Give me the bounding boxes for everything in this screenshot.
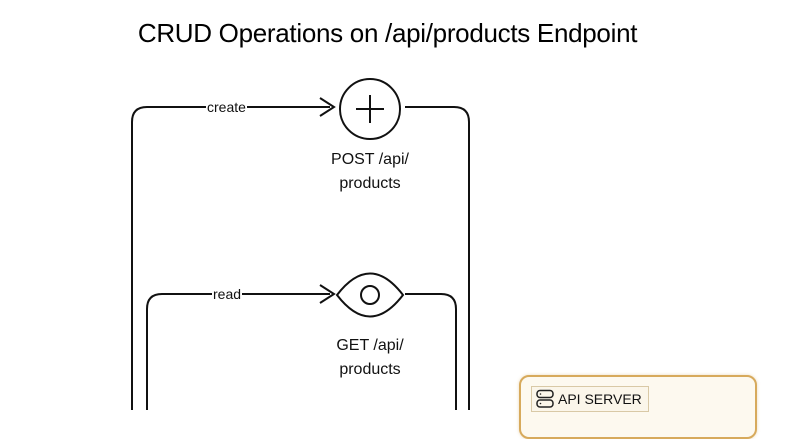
edge-read-return <box>405 293 457 410</box>
eye-pupil <box>360 285 380 305</box>
api-server-group[interactable]: API SERVER <box>519 375 757 439</box>
eye-icon <box>335 272 405 318</box>
node-read[interactable] <box>335 272 405 318</box>
edge-create-return <box>405 106 470 410</box>
node-read-label-line2: products <box>339 361 401 378</box>
node-read-label: GET /api/ products <box>310 334 430 382</box>
edge-label-create: create <box>206 99 247 115</box>
node-create-label-line1: POST /api/ <box>331 151 409 168</box>
server-icon <box>536 389 554 408</box>
edge-read-loop <box>146 293 330 410</box>
api-server-label: API SERVER <box>558 391 642 407</box>
diagram-canvas <box>131 78 470 410</box>
diagram-title: CRUD Operations on /api/products Endpoin… <box>137 18 638 48</box>
api-server-tag: API SERVER <box>531 386 649 412</box>
arrowhead-create <box>319 97 336 117</box>
node-create[interactable] <box>339 78 401 140</box>
edge-label-read: read <box>212 286 243 302</box>
node-create-label-line2: products <box>339 175 401 192</box>
plus-icon <box>356 95 384 123</box>
node-read-label-line1: GET /api/ <box>336 337 404 354</box>
node-create-label: POST /api/ products <box>310 148 430 196</box>
edge-create-loop <box>131 106 330 410</box>
arrowhead-read <box>319 284 336 304</box>
